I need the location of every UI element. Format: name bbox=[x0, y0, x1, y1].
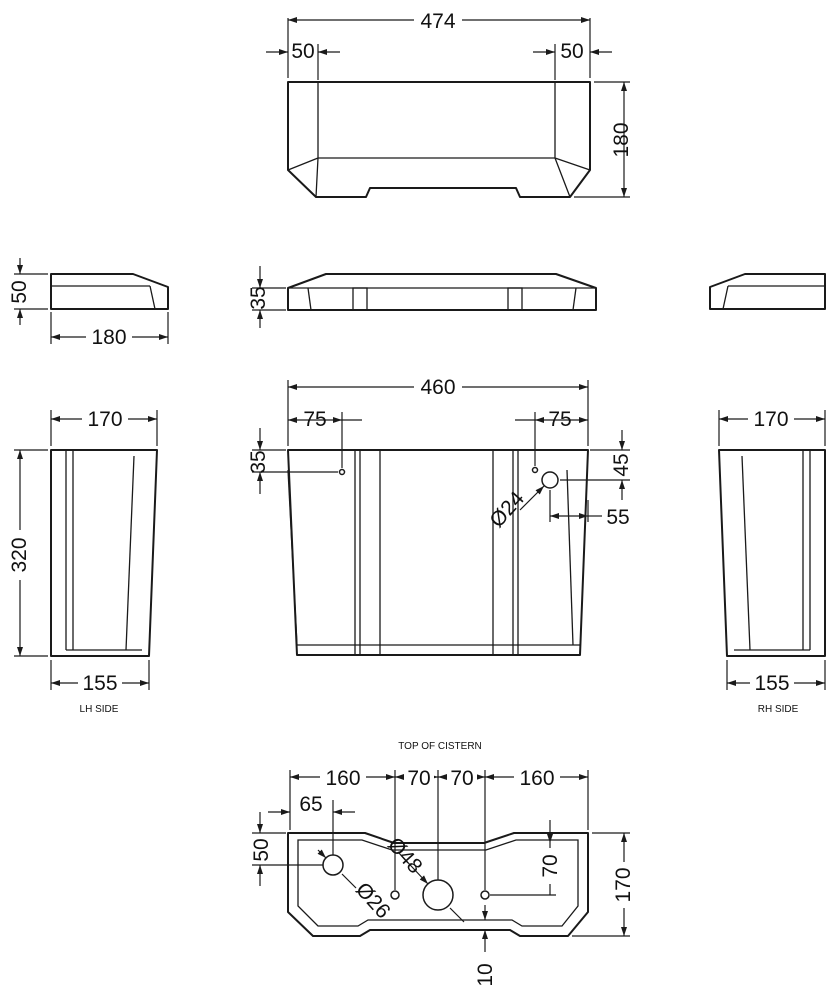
dim-left-hole-drop: 35 bbox=[247, 450, 270, 473]
right-mounting-hole bbox=[531, 466, 539, 474]
caption-rh-side: RH SIDE bbox=[758, 704, 799, 715]
dim-lid-height: 50 bbox=[8, 280, 31, 303]
dim-lh-top-width: 170 bbox=[87, 408, 122, 431]
cistern-front-outline bbox=[287, 449, 589, 656]
dim-inlet-diameter: Ø24 bbox=[485, 487, 529, 532]
dim-left-hole-offset: 75 bbox=[303, 408, 326, 431]
view-front-elevation: 460 75 75 35 45 Ø24 55 bbox=[247, 375, 633, 656]
view-lh-side: 170 320 155 LH SIDE bbox=[8, 408, 158, 715]
dim-right-hole-offset: 75 bbox=[548, 408, 571, 431]
dim-lid-depth: 180 bbox=[91, 326, 126, 349]
dim-lh-bottom-width: 155 bbox=[82, 672, 117, 695]
lid-front-outline bbox=[287, 273, 597, 311]
dim-rh-top-width: 170 bbox=[753, 408, 788, 431]
dim-bottom-gap: 10 bbox=[474, 963, 497, 986]
dim-lh-height: 320 bbox=[8, 537, 31, 572]
dim-top-left-offset: 65 bbox=[299, 793, 322, 816]
caption-lh-side: LH SIDE bbox=[80, 704, 119, 715]
dim-right-hole-drop: 45 bbox=[610, 453, 633, 476]
left-mounting-hole bbox=[338, 468, 346, 476]
cistern-plan-outline bbox=[287, 81, 591, 198]
dim-top-right-drop: 70 bbox=[539, 854, 562, 877]
dim-left-inset: 50 bbox=[291, 40, 314, 63]
dim-lid-thickness: 35 bbox=[247, 286, 270, 309]
dim-top-center-right: 70 bbox=[450, 767, 473, 790]
lid-left-outline bbox=[50, 273, 169, 310]
dim-right-inset: 50 bbox=[560, 40, 583, 63]
large-hole-48 bbox=[422, 879, 454, 911]
small-hole-left bbox=[390, 890, 400, 900]
view-lid-left: 50 180 bbox=[8, 258, 169, 349]
view-top-of-cistern: TOP OF CISTERN 160 70 70 160 65 bbox=[250, 741, 636, 987]
dim-top-center-left: 70 bbox=[407, 767, 430, 790]
caption-top-of-cistern: TOP OF CISTERN bbox=[398, 741, 482, 752]
dim-inlet-offset: 55 bbox=[606, 506, 629, 529]
dim-rh-bottom-width: 155 bbox=[754, 672, 789, 695]
lh-side-outline bbox=[50, 449, 158, 657]
cistern-top-outline bbox=[287, 832, 589, 937]
dim-large-hole-diameter: Ø48 bbox=[383, 833, 427, 878]
inlet-hole bbox=[541, 471, 559, 489]
dim-front-width: 460 bbox=[420, 376, 455, 399]
lid-right-outline bbox=[709, 273, 826, 310]
rh-side-outline bbox=[718, 449, 826, 657]
view-lid-right bbox=[709, 273, 826, 310]
dim-top-left-drop: 50 bbox=[250, 838, 273, 861]
dim-overall-width: 474 bbox=[420, 10, 455, 33]
view-rh-side: 170 155 RH SIDE bbox=[718, 408, 826, 715]
inner-bevel bbox=[287, 82, 591, 198]
dim-small-hole-diameter: Ø26 bbox=[351, 878, 395, 923]
cistern-top-inner bbox=[297, 839, 579, 927]
small-hole-right bbox=[480, 890, 490, 900]
dim-top-right-span: 160 bbox=[519, 767, 554, 790]
view-lid-front: 35 bbox=[247, 266, 597, 328]
view-front-top: 474 50 50 180 bbox=[266, 8, 633, 198]
dim-top-depth: 170 bbox=[612, 867, 635, 902]
dim-plan-height: 180 bbox=[610, 122, 633, 157]
dim-top-left-span: 160 bbox=[325, 767, 360, 790]
